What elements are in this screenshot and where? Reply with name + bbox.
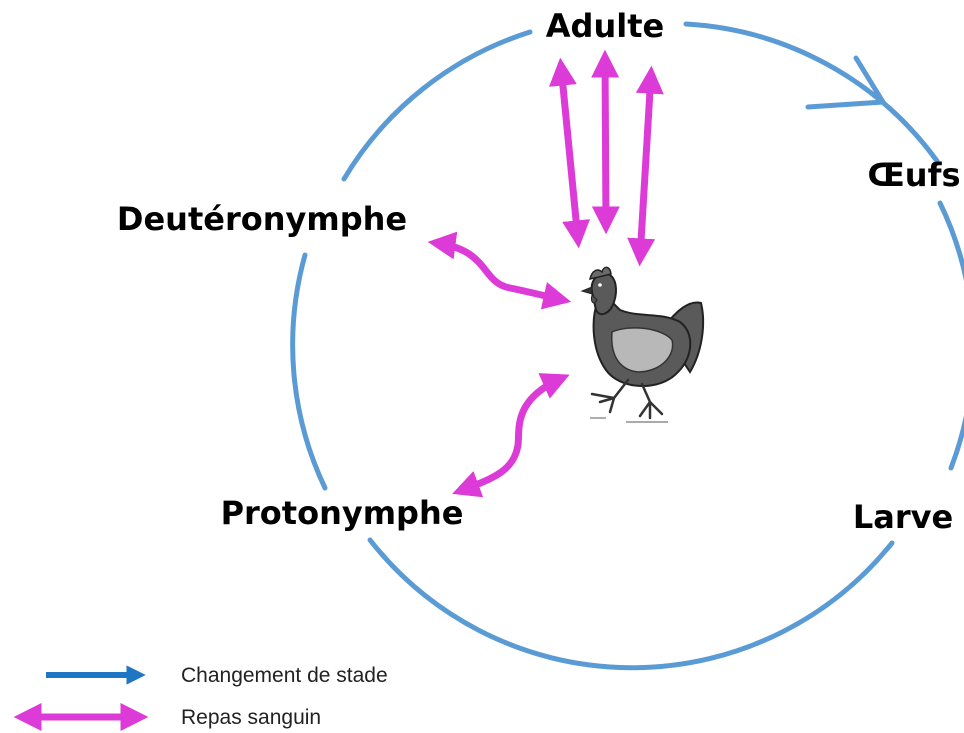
blood-meal-arrow-protonymph <box>460 378 562 491</box>
hen-icon <box>582 267 703 422</box>
stage-label-protonymph: Protonymphe <box>221 494 464 532</box>
blood-meal-arrow-adult-3 <box>640 74 651 258</box>
blood-meal-arrow-adult-1 <box>561 66 578 240</box>
legend-blood-meal-label: Repas sanguin <box>181 706 321 729</box>
hen-beak <box>582 287 592 294</box>
cycle-arc-adult-to-eggs <box>686 24 937 161</box>
cycle-arc-protonymph-to-deutonymph <box>293 255 325 488</box>
legend-stage-change-label: Changement de stade <box>181 664 388 687</box>
blood-meal-arrow-deutonymph <box>436 243 563 300</box>
legend: Changement de stade Repas sanguin <box>22 664 388 729</box>
blood-meal-arrow-adult-2 <box>605 58 606 226</box>
stage-label-eggs: Œufs <box>867 156 960 194</box>
stage-label-adult: Adulte <box>546 7 664 45</box>
cycle-direction-chevron <box>808 58 883 107</box>
stage-label-deutonymph: Deutéronymphe <box>117 200 407 238</box>
hen-eye <box>598 283 602 287</box>
cycle-arc-eggs-to-larva <box>940 203 964 468</box>
cycle-arc-larva-to-protonymph <box>370 540 892 668</box>
stage-label-larva: Larve <box>853 498 953 536</box>
blood-meal-arrows <box>436 58 651 491</box>
hen-ground <box>590 418 668 422</box>
cycle-arc-deutonymph-to-adult <box>344 32 530 179</box>
